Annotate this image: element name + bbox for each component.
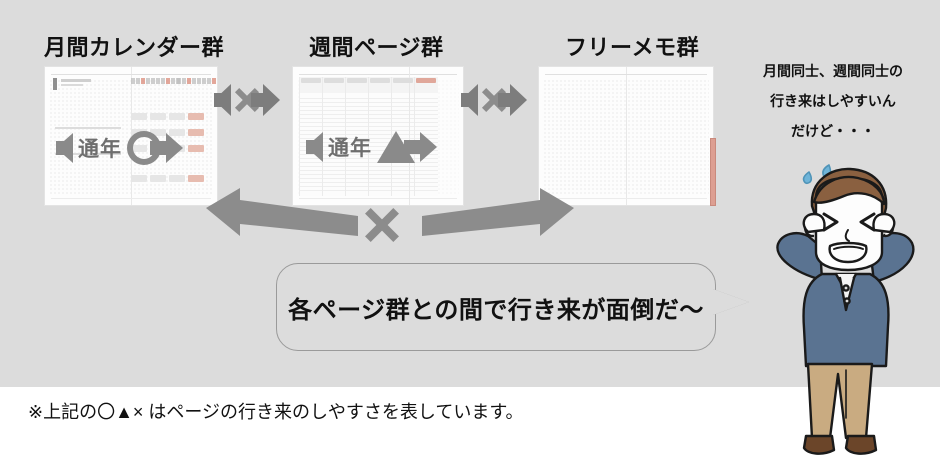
calendar-title-bar [61, 79, 91, 82]
bottom-rule [51, 198, 211, 199]
connector-monthly-weekly [214, 84, 280, 116]
weekly-column [322, 77, 346, 196]
sidenote-line-2: 行き来はしやすいん [770, 93, 896, 109]
bubble-text: 各ページ群との間で行き来が面倒だ〜 [288, 296, 704, 324]
bottom-rule [545, 198, 707, 199]
calendar-subtitle-bar [61, 84, 83, 86]
frustrated-man-illustration [762, 160, 940, 462]
arrow-left-icon [214, 84, 231, 116]
arrow-right-icon [150, 133, 183, 163]
arrow-right-icon [251, 84, 280, 116]
calendar-date-header-right [177, 78, 217, 85]
group-title-memo: フリーメモ群 [565, 35, 700, 60]
sidenote-text: 月間同士、週間同士の 行き来はしやすいん だけど・・・ [744, 56, 922, 146]
top-rule [51, 74, 211, 75]
weekly-day-header [347, 78, 367, 83]
top-rule [299, 74, 457, 75]
left-page-rule-1 [55, 127, 121, 129]
weekly-day-header [301, 78, 321, 83]
monthly-internal-label: 通年 [78, 138, 122, 161]
page-index-tab [710, 138, 716, 206]
group-title-weekly: 週間ページ群 [309, 35, 444, 60]
bubble-tail [713, 289, 749, 315]
sidenote-line-3: だけど・・・ [791, 123, 875, 139]
weekly-day-header [370, 78, 390, 83]
weekly-column [368, 77, 392, 196]
connector-weekly-memo [461, 84, 527, 116]
monthly-internal-nav: 通年 [56, 131, 183, 165]
bubble-body [276, 263, 716, 351]
arrow-right-icon [404, 132, 437, 162]
arrow-right-icon [498, 84, 527, 116]
weekly-day-header-sunday [416, 78, 436, 83]
bottom-rule [299, 198, 457, 199]
speech-bubble: 各ページ群との間で行き来が面倒だ〜 [276, 263, 750, 351]
page-gutter [626, 67, 627, 205]
weekly-internal-nav: 通年 [306, 131, 437, 163]
weekly-day-header [324, 78, 344, 83]
sidenote-line-1: 月間同士、週間同士の [763, 63, 903, 79]
free-memo-spread [538, 66, 714, 206]
calendar-date-header-left [131, 78, 180, 85]
weekly-internal-label: 通年 [328, 137, 372, 160]
weekly-day-header [393, 78, 413, 83]
weekly-column [345, 77, 369, 196]
arrow-left-icon [306, 132, 323, 162]
spine-mark [53, 78, 57, 90]
wide-double-arrow-icon [206, 188, 574, 236]
connector-monthly-memo [206, 186, 574, 248]
calendar-cell-row-4 [131, 175, 204, 183]
arrow-left-icon [56, 133, 73, 163]
character-svg [776, 164, 915, 455]
calendar-cell-row-1 [131, 113, 204, 121]
left-page-rule-2 [55, 153, 121, 155]
top-rule [545, 74, 707, 75]
footer-note: ※上記の〇▲× はページの行き来のしやすさを表しています。 [28, 402, 524, 422]
cross-mark-icon-large [362, 205, 402, 245]
group-title-monthly: 月間カレンダー群 [44, 35, 225, 60]
arrow-left-icon [461, 84, 478, 116]
